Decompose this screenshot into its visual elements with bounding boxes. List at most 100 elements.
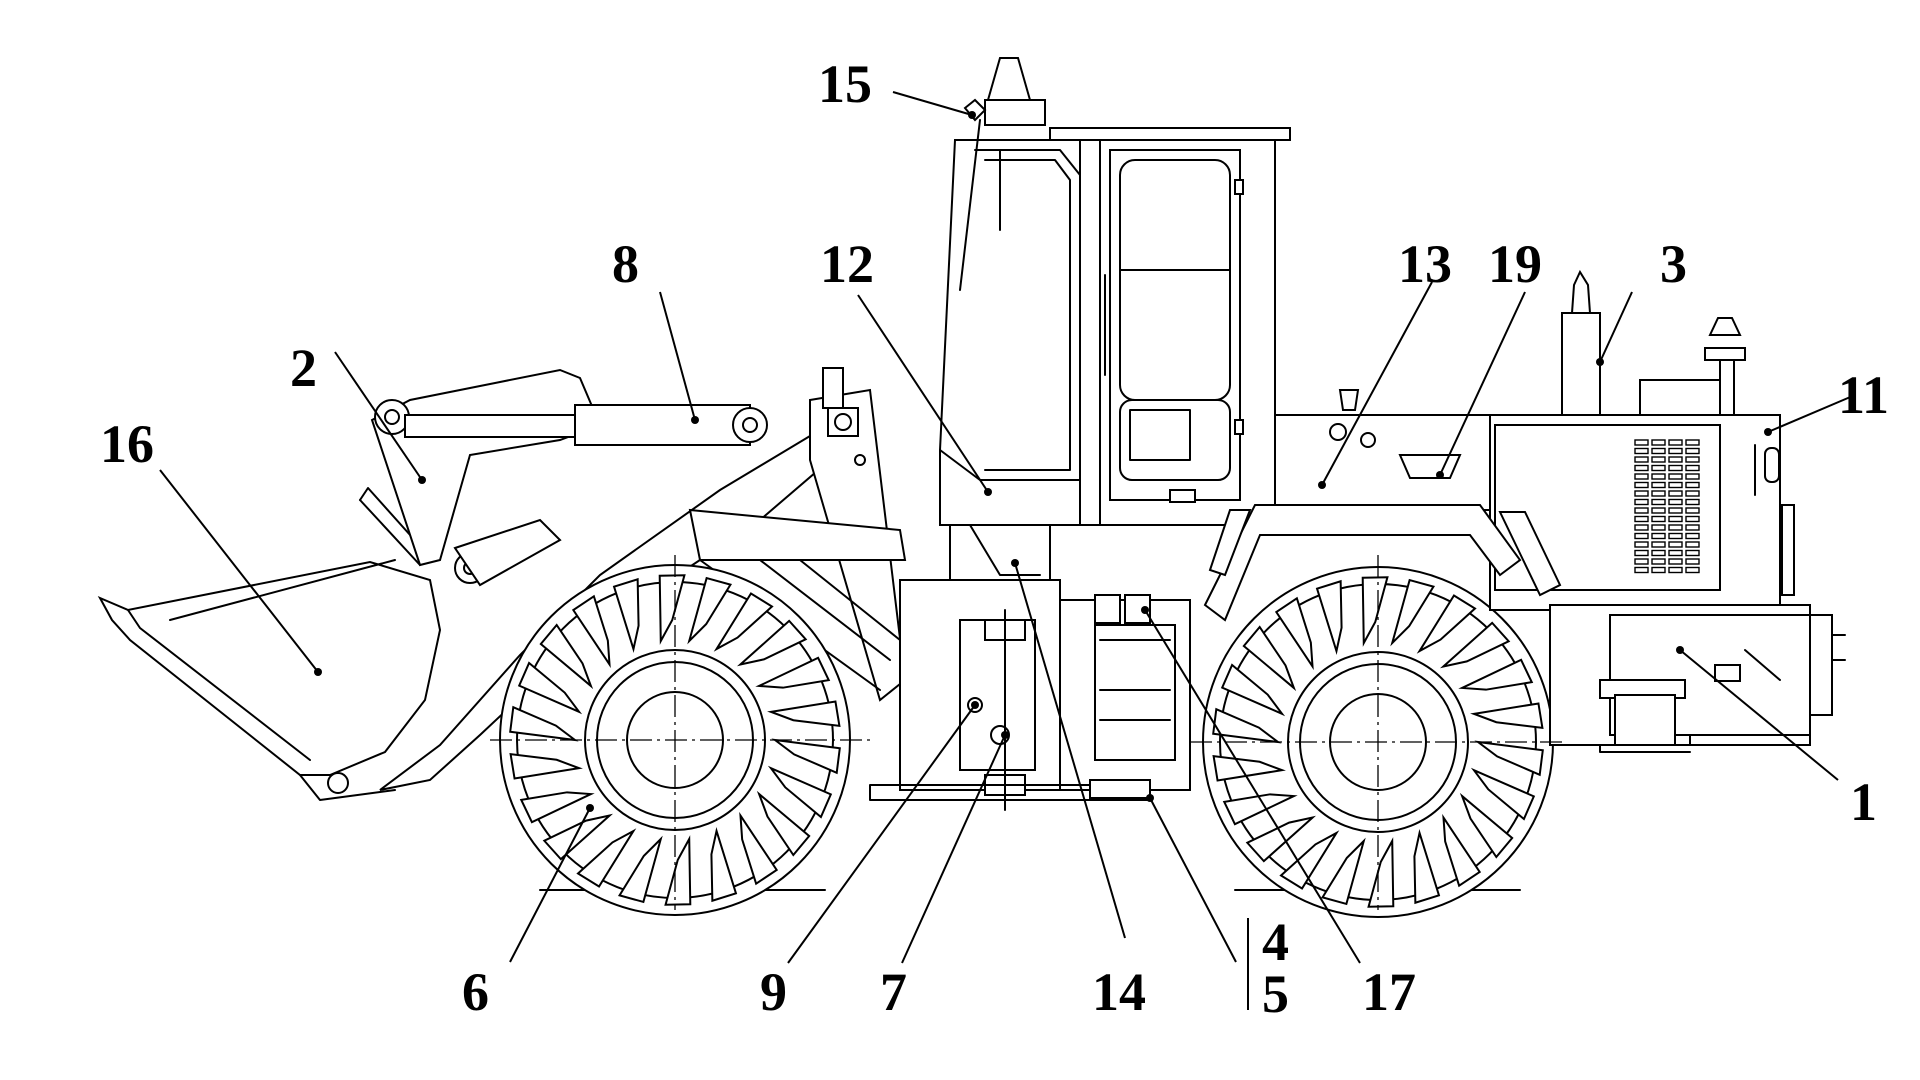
callout-17: 17 — [1362, 962, 1416, 1022]
grille-slot — [1668, 507, 1683, 514]
engine-section — [1203, 269, 1846, 753]
callout-labels: 15 8 12 2 16 13 19 3 11 1 6 9 7 14 4 5 1… — [100, 54, 1889, 1024]
tire-tread — [1242, 625, 1297, 692]
grille-slot — [1651, 456, 1666, 463]
callout-16: 16 — [100, 414, 154, 474]
tire-tread — [756, 790, 811, 857]
grille-slot — [1634, 490, 1649, 497]
tire-tread — [509, 705, 579, 742]
lift-cylinder — [404, 404, 768, 446]
tire-tread — [1320, 837, 1366, 906]
grille-slot — [1651, 558, 1666, 565]
grille-slot — [1668, 464, 1683, 472]
grille-slot — [1651, 481, 1666, 489]
grille-slot — [1668, 515, 1683, 523]
grille-slot — [1668, 473, 1683, 480]
grille-slot — [1651, 549, 1666, 557]
tire-tread — [737, 619, 808, 667]
tire-tread — [576, 828, 637, 888]
grille-slot — [1685, 490, 1700, 497]
tire-tread — [755, 656, 831, 689]
grille-slot — [1651, 498, 1666, 506]
tire-tread — [739, 811, 779, 886]
grille-slot — [1634, 524, 1649, 531]
leader-lines — [159, 91, 1856, 1010]
grille-slot — [1685, 481, 1700, 489]
tire-tread — [767, 765, 833, 819]
grille-slot — [1651, 439, 1666, 446]
grille-slot — [1668, 558, 1683, 565]
grille-slot — [1634, 515, 1649, 523]
tire-tread — [713, 592, 774, 652]
grille-slot — [1685, 507, 1700, 514]
callout-15: 15 — [818, 54, 872, 114]
tire-tread — [1459, 792, 1514, 859]
grille-slot — [1634, 558, 1649, 565]
grille-slot — [1668, 456, 1683, 463]
grille-slot — [1651, 507, 1666, 514]
front-frame — [688, 367, 907, 702]
grille-slot — [1634, 541, 1649, 548]
grille-slot — [1685, 447, 1700, 455]
grille-slot — [1685, 541, 1700, 548]
centerlines — [490, 555, 1565, 910]
grille-slot — [1668, 481, 1683, 489]
callout-12: 12 — [820, 234, 874, 294]
grille-slot — [1651, 464, 1666, 472]
grille-slot — [1651, 566, 1666, 574]
grille-slot — [1634, 498, 1649, 506]
tire-tread — [1279, 830, 1340, 890]
callout-13: 13 — [1398, 234, 1452, 294]
callout-7: 7 — [880, 962, 907, 1022]
grille-slot — [1685, 558, 1700, 565]
tire-tread — [1470, 702, 1544, 730]
callout-19: 19 — [1488, 234, 1542, 294]
tire-tread — [1220, 663, 1286, 717]
grille-slot — [1651, 515, 1666, 523]
tire-tread — [519, 791, 595, 824]
tire-tread — [571, 594, 611, 669]
callout-3: 3 — [1660, 234, 1687, 294]
tire-tread — [1212, 754, 1286, 782]
tire-tread — [617, 835, 663, 904]
tire-tread — [1315, 579, 1343, 655]
tire-tread — [1274, 596, 1314, 671]
callout-14: 14 — [1092, 962, 1146, 1022]
grille-slot — [1668, 490, 1683, 497]
tire-tread — [1245, 815, 1316, 863]
tire-tread — [687, 576, 733, 645]
grille-slot — [1685, 473, 1700, 480]
grille-slot — [1634, 566, 1649, 574]
grille-slot — [1634, 549, 1649, 557]
grille-slot — [1668, 447, 1683, 455]
tire-tread — [767, 700, 841, 728]
grille-slot — [1651, 447, 1666, 455]
callout-5: 5 — [1262, 964, 1289, 1024]
grille-slot — [1651, 541, 1666, 548]
tire-tread — [1474, 740, 1544, 777]
grille-slot — [1668, 541, 1683, 548]
grille-slot — [1634, 464, 1649, 472]
grille-slot — [1634, 481, 1649, 489]
tire-tread — [1361, 576, 1389, 647]
callout-4: 4 — [1262, 912, 1289, 972]
grille-slot — [1651, 490, 1666, 497]
grille-slot — [1685, 439, 1700, 446]
grille-slot — [1668, 439, 1683, 446]
tire-tread — [771, 738, 841, 775]
grille-slot — [1634, 473, 1649, 480]
rear-wheel — [1202, 566, 1554, 918]
grille-slot — [1634, 456, 1649, 463]
tire-tread — [1470, 767, 1536, 821]
callout-9: 9 — [760, 962, 787, 1022]
tire-tread — [1442, 813, 1482, 888]
callout-8: 8 — [612, 234, 639, 294]
grille-slot — [1634, 532, 1649, 540]
grille-slot — [1685, 566, 1700, 574]
grille-slot — [1668, 549, 1683, 557]
grille-slot — [1685, 456, 1700, 463]
grille-slot — [1685, 515, 1700, 523]
grille-slot — [1651, 473, 1666, 480]
